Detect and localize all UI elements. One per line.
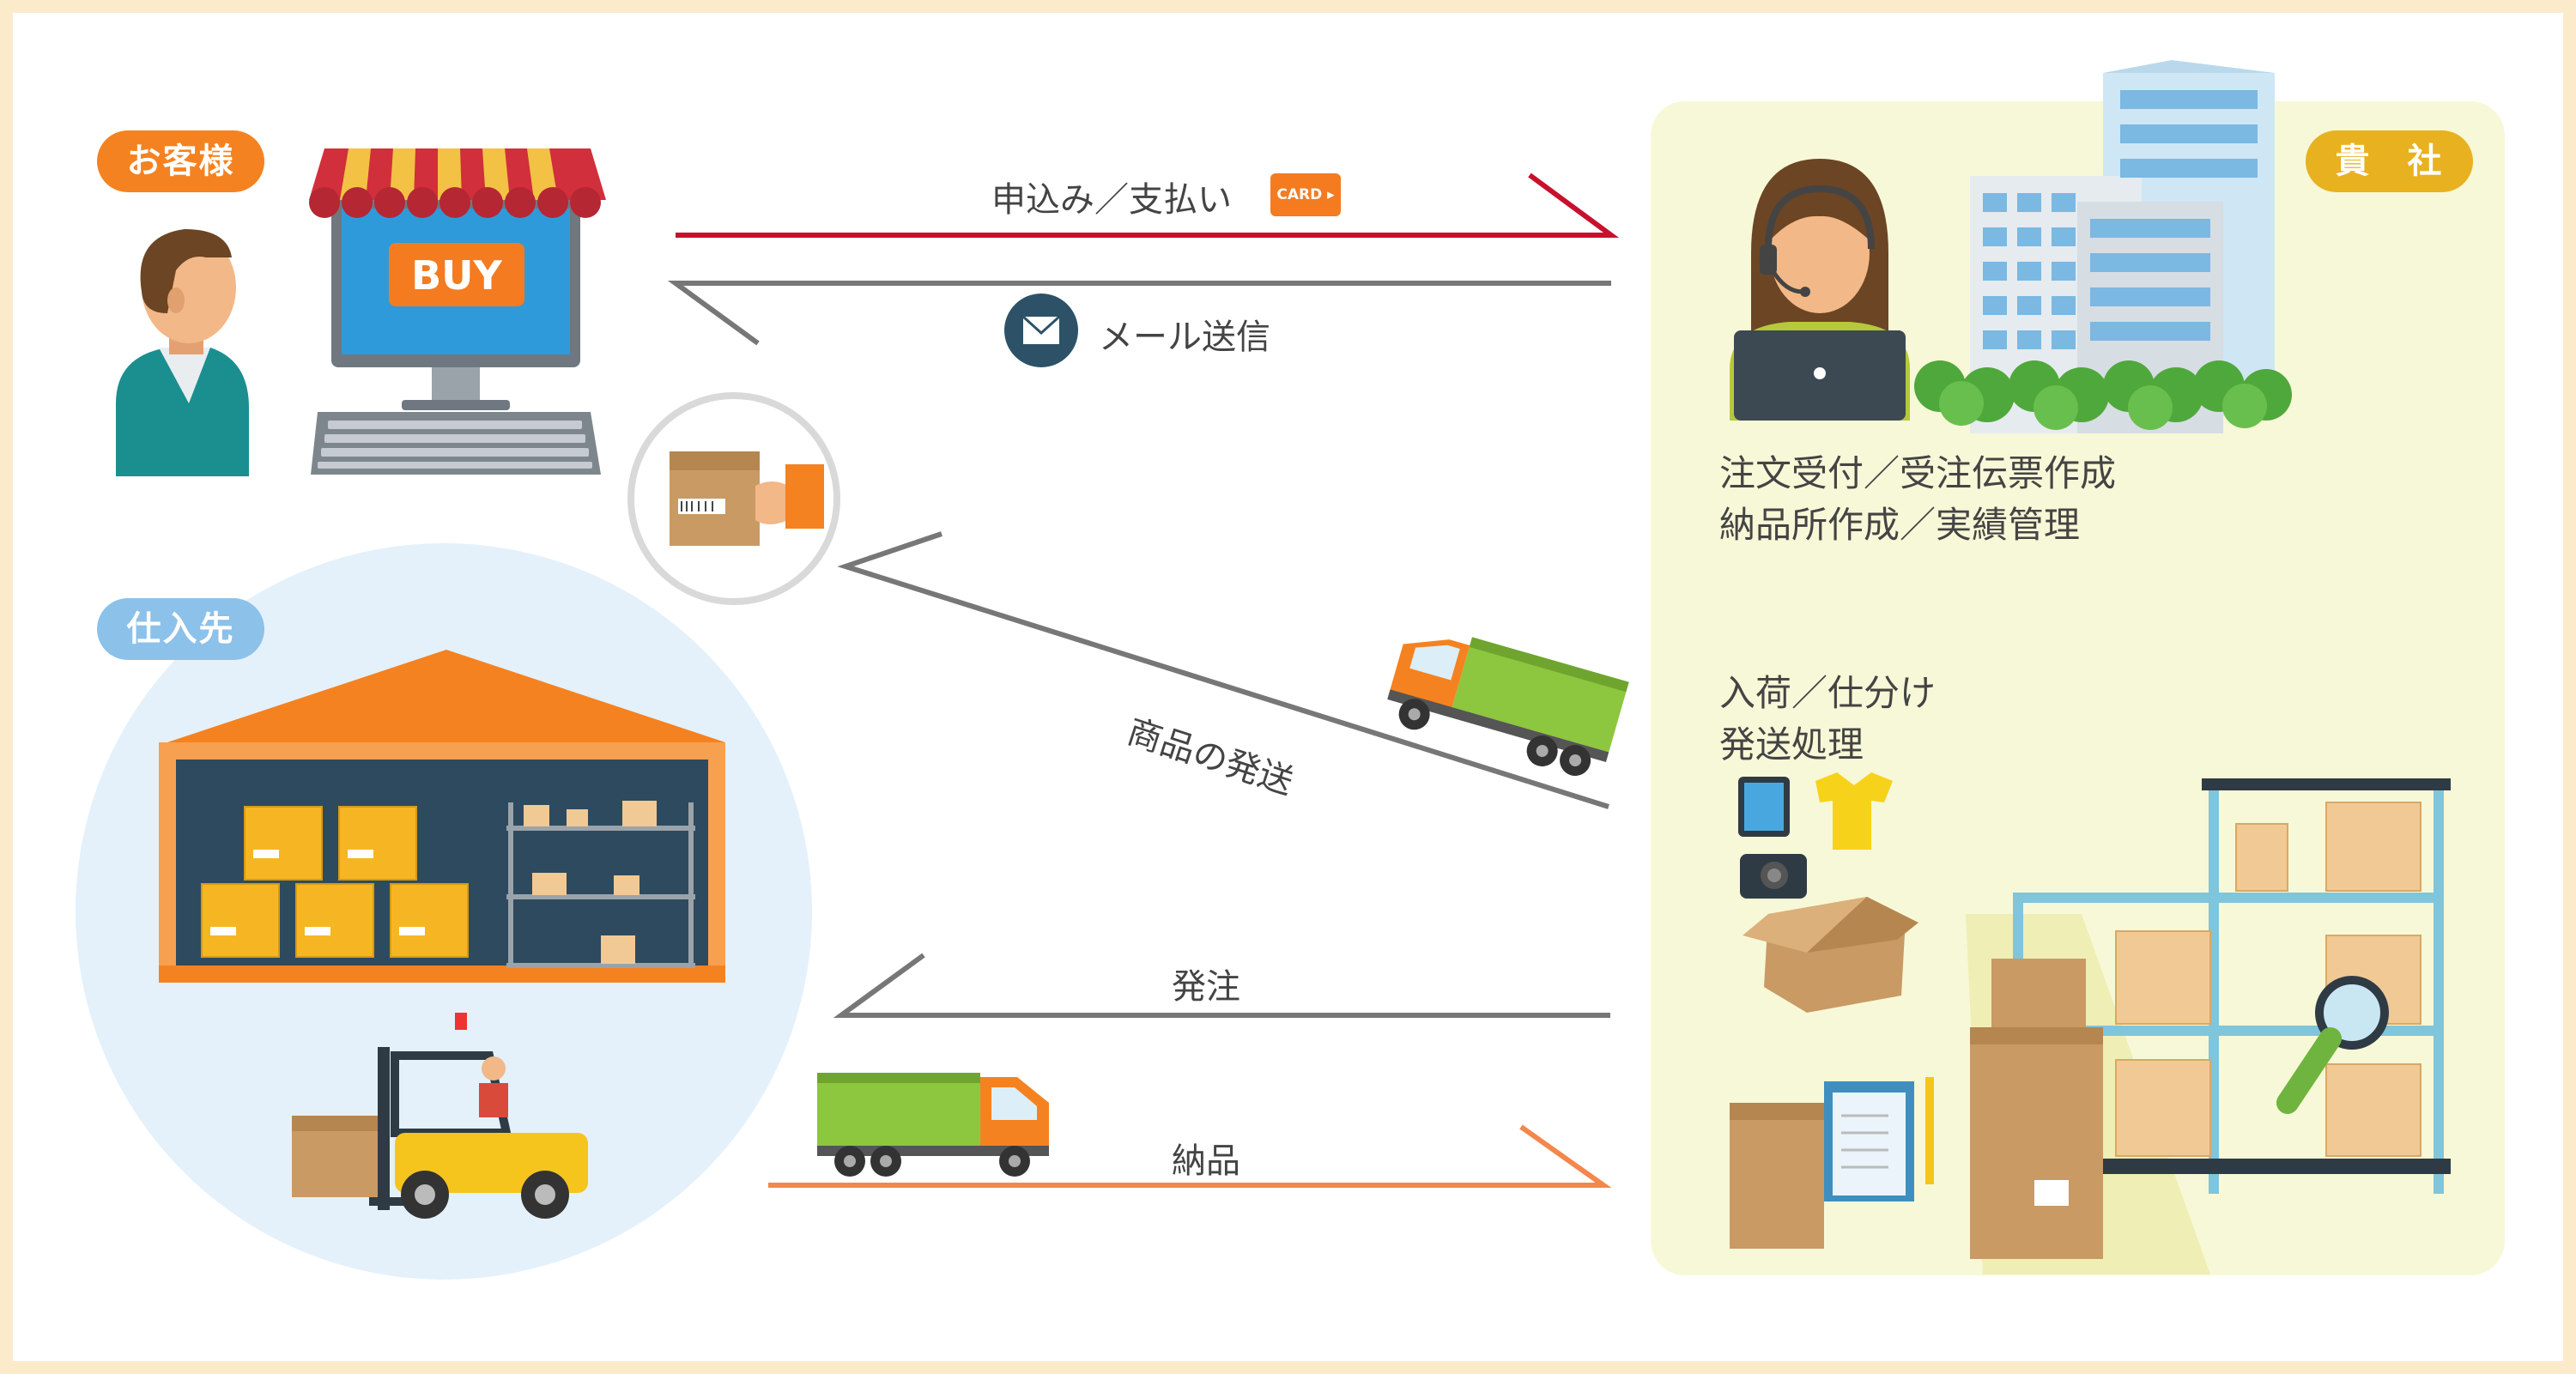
company-warehouse-scene — [1730, 772, 2451, 1274]
mail-label: メール送信 — [1099, 318, 1270, 357]
forklift — [292, 1013, 588, 1219]
delivery-label: 納品 — [1172, 1141, 1240, 1181]
customer-person-illustration — [116, 229, 249, 476]
package-handoff-icon — [627, 392, 840, 605]
supplier-badge: 仕入先 — [97, 598, 264, 660]
customer-badge: お客様 — [97, 130, 264, 192]
order-label: 発注 — [1172, 967, 1240, 1007]
warehouse-tasks: 入荷／仕分け 発送処理 — [1719, 668, 1936, 771]
card-icon: CARD ▸ — [1270, 173, 1341, 216]
card-icon-label: CARD ▸ — [1276, 186, 1335, 203]
warehouse-task-line-1: 入荷／仕分け — [1719, 672, 1937, 714]
office-tasks: 注文受付／受注伝票作成 納品所作成／実績管理 — [1719, 448, 2116, 551]
office-task-line-2: 納品所作成／実績管理 — [1719, 504, 2081, 546]
mail-icon — [1004, 294, 1078, 367]
delivery-truck — [817, 1073, 1049, 1177]
office-building — [1914, 60, 2292, 433]
supplier-warehouse — [159, 650, 725, 983]
shipping-arrow — [837, 531, 1609, 809]
company-badge: 貴 社 — [2306, 130, 2473, 192]
warehouse-task-line-2: 発送処理 — [1719, 723, 1864, 766]
buy-button-label: BUY — [411, 252, 502, 299]
application-arrow — [676, 173, 1620, 238]
delivery-arrow — [768, 1124, 1612, 1188]
online-shop-computer — [309, 148, 606, 475]
application-label: 申込み／支払い — [991, 180, 1232, 220]
office-task-line-1: 注文受付／受注伝票作成 — [1719, 452, 2117, 494]
operator-illustration — [1730, 159, 1910, 421]
mail-arrow — [667, 281, 1611, 346]
order-arrow — [833, 953, 1610, 1018]
shipping-truck — [1387, 637, 1629, 777]
